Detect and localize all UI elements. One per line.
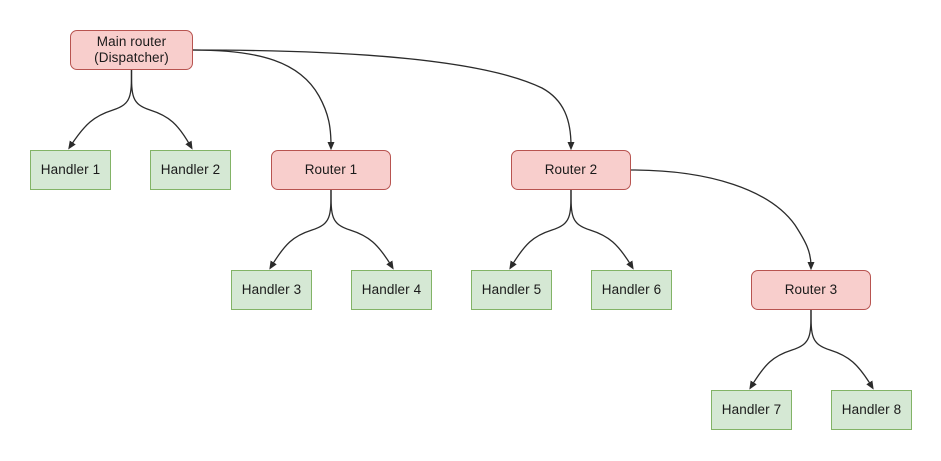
node-handler-7[interactable]: Handler 7 <box>711 390 792 430</box>
edge-router1-to-handler-4 <box>330 189 394 270</box>
edge-router3-to-handler-8 <box>810 309 874 390</box>
node-handler-4[interactable]: Handler 4 <box>351 270 432 310</box>
node-handler-8[interactable]: Handler 8 <box>831 390 912 430</box>
edge-main-to-handler-1 <box>68 69 133 150</box>
node-main-router[interactable]: Main router (Dispatcher) <box>70 30 193 70</box>
edge-main-to-router-1 <box>192 49 335 151</box>
edge-router2-to-handler-6 <box>570 189 634 270</box>
node-router-1[interactable]: Router 1 <box>271 150 391 190</box>
node-router-2[interactable]: Router 2 <box>511 150 631 190</box>
edge-router2-to-router-3 <box>630 169 815 271</box>
edge-main-to-router-2 <box>192 49 575 151</box>
edge-group <box>68 49 874 390</box>
node-handler-5[interactable]: Handler 5 <box>471 270 552 310</box>
edge-router3-to-handler-7 <box>749 309 812 390</box>
edge-router2-to-handler-5 <box>509 189 572 270</box>
edge-main-to-handler-2 <box>130 69 193 150</box>
node-handler-2[interactable]: Handler 2 <box>150 150 231 190</box>
edge-router1-to-handler-3 <box>269 189 332 270</box>
node-router-3[interactable]: Router 3 <box>751 270 871 310</box>
node-handler-3[interactable]: Handler 3 <box>231 270 312 310</box>
node-handler-6[interactable]: Handler 6 <box>591 270 672 310</box>
node-handler-1[interactable]: Handler 1 <box>30 150 111 190</box>
